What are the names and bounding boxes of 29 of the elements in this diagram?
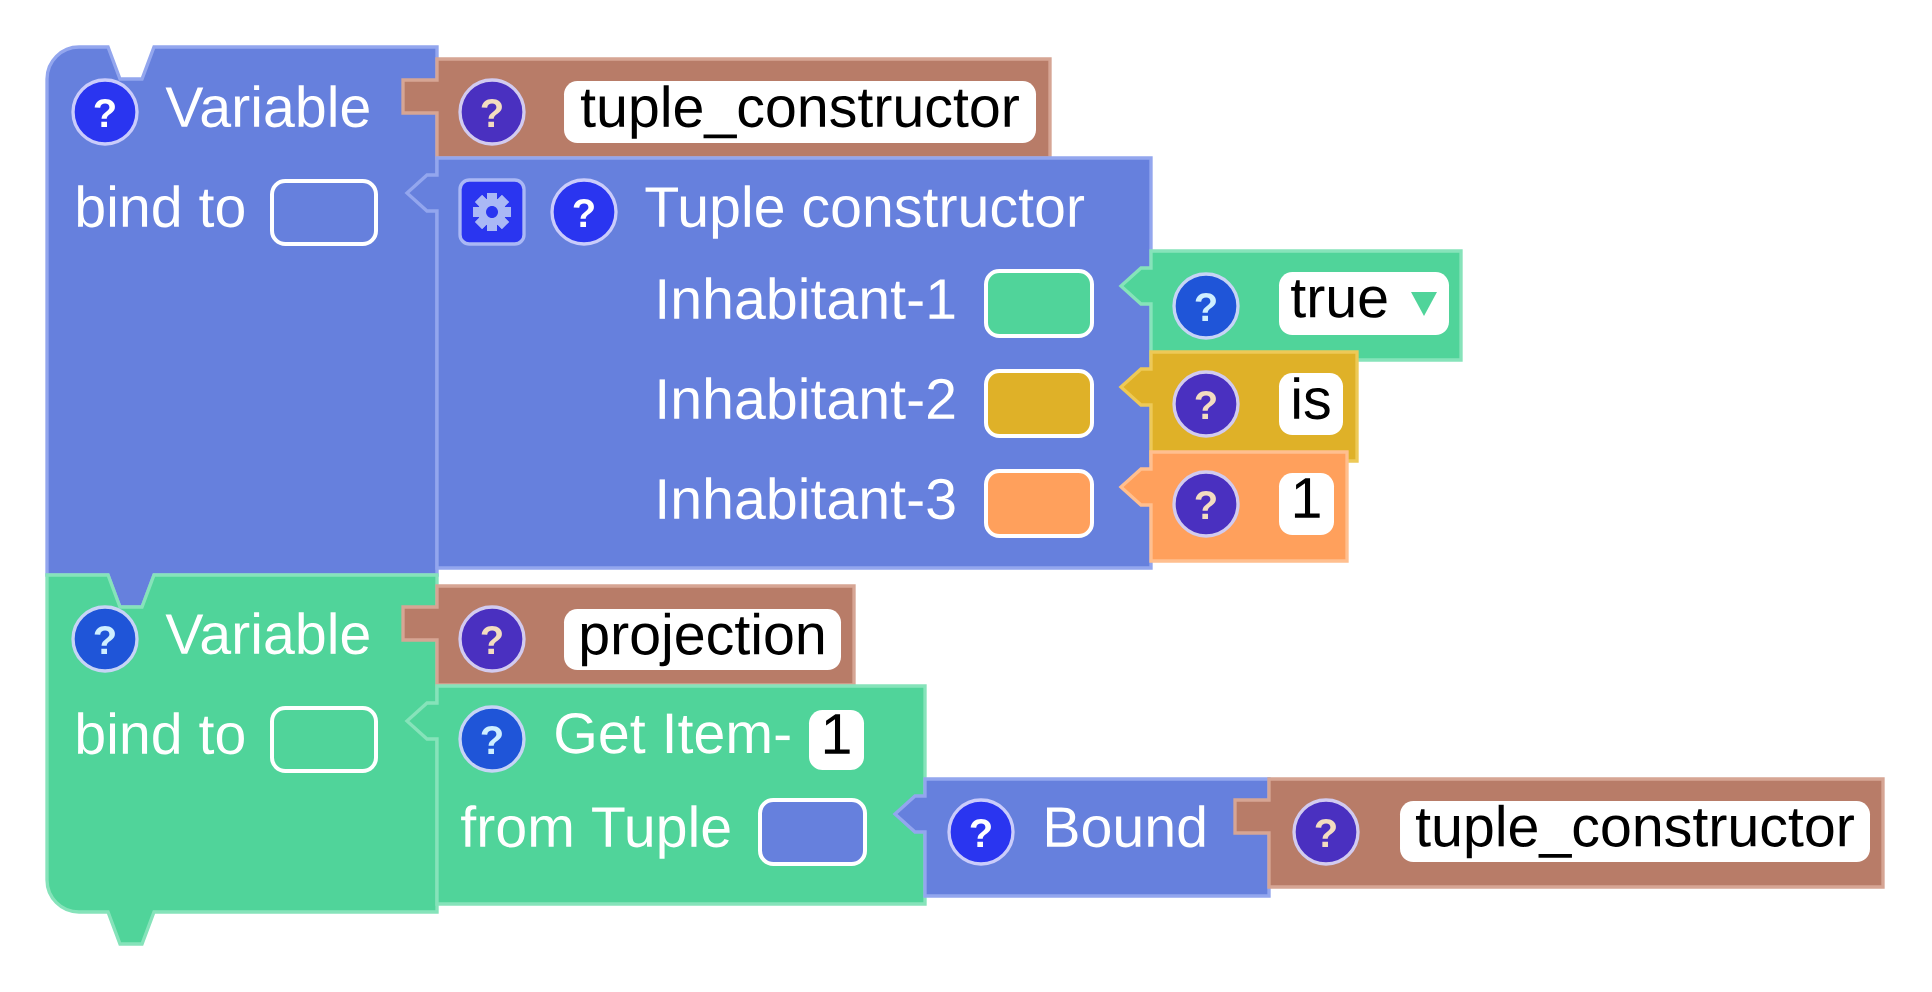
- block-label: Inhabitant-1: [659, 277, 955, 320]
- name-field: is: [1279, 373, 1343, 435]
- help-button: ?: [458, 605, 526, 673]
- help-button: ?: [71, 605, 139, 673]
- block-label: Inhabitant-2: [659, 377, 955, 420]
- block-label: Bound: [1047, 805, 1205, 848]
- dropdown-field: true: [1279, 272, 1449, 335]
- block-label: bind to: [78, 712, 244, 755]
- block-label: Variable: [165, 612, 369, 655]
- name-field: projection: [564, 609, 841, 670]
- block-label: bind to: [78, 185, 244, 228]
- block-label: Inhabitant-3: [659, 477, 955, 520]
- help-button: ?: [458, 705, 526, 773]
- help-button: ?: [1292, 798, 1360, 866]
- name-field: 1: [809, 710, 864, 770]
- name-field: tuple_constructor: [1400, 801, 1870, 862]
- block-label: Variable: [165, 85, 369, 128]
- block-label: from Tuple: [461, 805, 730, 859]
- name-field: tuple_constructor: [564, 81, 1036, 143]
- block-label: Tuple constructor: [645, 185, 1085, 239]
- help-button: ?: [1172, 370, 1240, 438]
- block-label: Get Item-: [556, 713, 790, 754]
- help-button: ?: [458, 78, 526, 146]
- help-button: ?: [550, 178, 618, 246]
- help-button: ?: [1172, 470, 1240, 538]
- help-button: ?: [71, 78, 139, 146]
- help-button: ?: [1172, 272, 1240, 340]
- name-field: 1: [1279, 473, 1334, 535]
- help-button: ?: [947, 798, 1015, 866]
